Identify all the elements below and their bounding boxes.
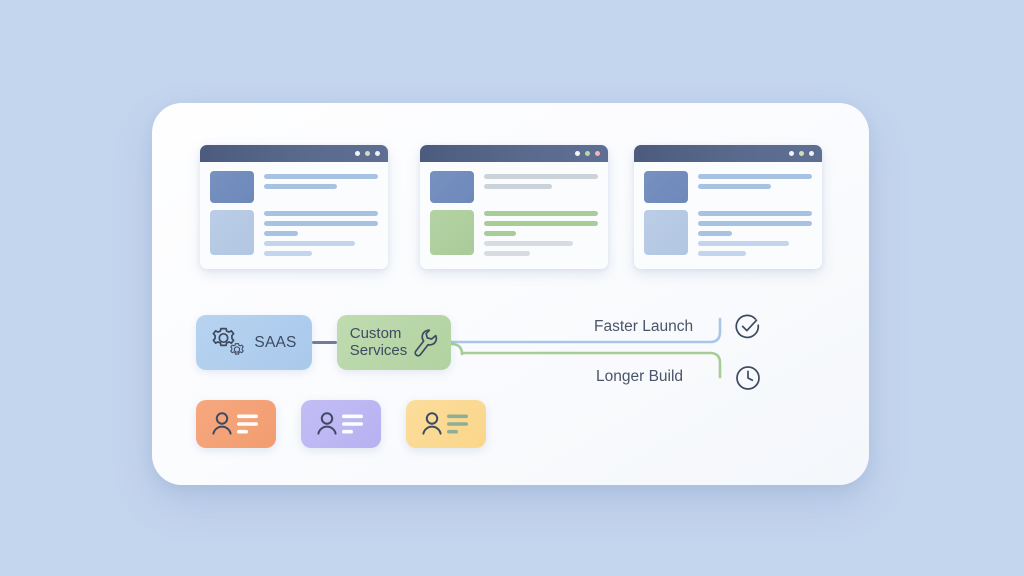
flow-connectors	[449, 317, 722, 379]
content-block-bottom	[644, 210, 812, 256]
node-saas[interactable]: SAAS	[196, 315, 312, 370]
text-lines	[264, 171, 378, 203]
window-content	[200, 162, 388, 264]
window-dot-3[interactable]	[809, 151, 814, 156]
person-lines-icon	[315, 409, 367, 439]
clock-icon	[735, 365, 761, 391]
person-lines-icon	[420, 409, 472, 439]
outcome-label-faster-launch: Faster Launch	[594, 318, 694, 335]
window-titlebar	[420, 145, 608, 162]
window-dot-2[interactable]	[365, 151, 370, 156]
content-block-bottom	[210, 210, 378, 256]
text-line	[484, 241, 573, 246]
window-content	[420, 162, 608, 264]
content-block-top	[430, 171, 598, 203]
wrench-icon	[411, 328, 438, 358]
text-line	[698, 251, 746, 256]
text-lines	[698, 171, 812, 203]
text-line	[698, 221, 812, 226]
window-dot-1[interactable]	[355, 151, 360, 156]
thumbnail-image	[430, 210, 474, 255]
text-line	[484, 231, 516, 236]
node-custom-services[interactable]: Custom Services	[337, 315, 451, 370]
content-block-bottom	[430, 210, 598, 256]
text-line	[698, 241, 790, 246]
contact-card-purple[interactable]	[301, 400, 381, 448]
thumbnail-image	[210, 210, 254, 255]
connector-faster-launch	[449, 317, 722, 344]
contact-card-yellow[interactable]	[406, 400, 486, 448]
gears-icon	[211, 326, 249, 360]
thumbnail-image	[644, 171, 688, 203]
text-line	[264, 211, 378, 216]
window-dot-1[interactable]	[575, 151, 580, 156]
text-lines	[484, 171, 598, 203]
node-custom-services-label: Custom Services	[349, 324, 408, 360]
contact-cards-row	[196, 400, 486, 448]
connector-saas-to-custom	[312, 341, 337, 344]
browser-window-2[interactable]	[420, 145, 608, 269]
outcome-label-longer-build: Longer Build	[596, 368, 684, 385]
text-line	[264, 174, 378, 179]
window-titlebar	[634, 145, 822, 162]
custom-label-line1: Custom	[349, 324, 402, 342]
text-lines	[484, 210, 598, 256]
window-dot-3[interactable]	[595, 151, 600, 156]
text-lines	[264, 210, 378, 256]
window-dot-2[interactable]	[799, 151, 804, 156]
thumbnail-image	[644, 210, 688, 255]
content-block-top	[644, 171, 812, 203]
text-line	[264, 241, 356, 246]
window-content	[634, 162, 822, 264]
text-line	[698, 174, 812, 179]
thumbnail-image	[430, 171, 474, 203]
node-saas-label: SAAS	[254, 333, 297, 351]
window-titlebar	[200, 145, 388, 162]
contact-card-orange[interactable]	[196, 400, 276, 448]
text-line	[484, 251, 530, 256]
text-line	[484, 174, 598, 179]
browser-windows-row	[200, 145, 828, 271]
window-dot-2[interactable]	[585, 151, 590, 156]
window-dot-3[interactable]	[375, 151, 380, 156]
connector-branch	[449, 342, 464, 356]
window-dot-1[interactable]	[789, 151, 794, 156]
check-circle-icon	[735, 314, 761, 340]
text-line	[264, 184, 337, 189]
text-line	[484, 211, 598, 216]
connector-longer-build	[449, 340, 722, 379]
main-illustration-panel: SAAS Custom Services Faster Launch Longe…	[152, 103, 869, 485]
text-line	[264, 251, 312, 256]
text-lines	[698, 210, 812, 256]
thumbnail-image	[210, 171, 254, 203]
text-line	[264, 221, 378, 226]
content-block-top	[210, 171, 378, 203]
person-lines-icon	[210, 409, 262, 439]
browser-window-1[interactable]	[200, 145, 388, 269]
text-line	[698, 231, 733, 236]
text-line	[264, 231, 299, 236]
flow-diagram: SAAS Custom Services Faster Launch Longe…	[152, 103, 869, 485]
text-line	[484, 184, 553, 189]
text-line	[484, 221, 598, 226]
text-line	[698, 184, 771, 189]
browser-window-3[interactable]	[634, 145, 822, 269]
text-line	[698, 211, 812, 216]
custom-label-line2: Services	[349, 341, 408, 359]
